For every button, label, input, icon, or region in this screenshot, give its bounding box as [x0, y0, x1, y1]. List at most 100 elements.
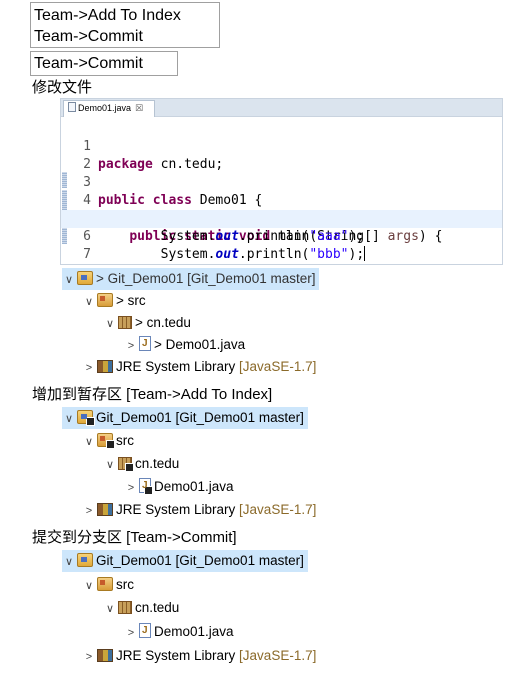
chevron-down-icon[interactable]: ∨	[64, 413, 74, 425]
chevron-down-icon[interactable]: ∨	[64, 274, 74, 286]
code-text: ) {	[418, 229, 443, 244]
tree2-project-label: Git_Demo01 [Git_Demo01 master]	[96, 410, 304, 425]
note-line-commit: Team->Commit	[34, 28, 143, 45]
chevron-right-icon[interactable]: >	[85, 651, 93, 663]
code-text: );	[348, 247, 365, 262]
chevron-right-icon[interactable]: >	[127, 482, 135, 494]
text-caret	[364, 246, 366, 261]
line-number: 7	[83, 247, 91, 262]
line-number: 2	[83, 157, 91, 172]
line-number: 1	[83, 139, 91, 154]
tree3-file-node[interactable]: >Demo01.java	[124, 620, 234, 643]
tree1-src-node[interactable]: ∨ > src	[82, 290, 146, 312]
tree2-library-node[interactable]: > JRE System Library [JavaSE-1.7]	[82, 499, 317, 521]
tree1-package-label: > cn.tedu	[135, 315, 191, 330]
tree2-src-node[interactable]: ∨ src	[82, 430, 134, 452]
caption-commit: 提交到分支区 [Team->Commit]	[32, 529, 237, 546]
code-arg: args	[387, 229, 419, 244]
tree1-file-label: > Demo01.java	[154, 337, 246, 352]
source-folder-icon	[97, 433, 115, 449]
note-box-steps: Team->Add To Index Team->Commit	[30, 2, 220, 48]
tree2-file-node[interactable]: > Demo01.java	[124, 475, 234, 498]
tree1-file-node[interactable]: > > Demo01.java	[124, 333, 246, 356]
java-file-icon	[68, 102, 76, 112]
package-icon	[118, 316, 132, 329]
tree2-package-label: cn.tedu	[135, 456, 180, 471]
java-file-icon	[139, 333, 151, 355]
project-icon	[77, 271, 93, 285]
java-file-icon	[139, 620, 151, 642]
package-icon	[118, 601, 132, 614]
note-line-commit-single: Team->Commit	[34, 55, 143, 72]
chevron-right-icon[interactable]: >	[127, 340, 135, 352]
chevron-down-icon[interactable]: ∨	[84, 580, 94, 592]
chevron-down-icon[interactable]: ∨	[105, 318, 115, 330]
code-text: );	[348, 229, 365, 244]
code-string: "bbb"	[309, 247, 349, 262]
note-box-commit: Team->Commit	[30, 51, 178, 76]
project-icon	[77, 553, 93, 567]
tree3-package-node[interactable]: ∨ cn.tedu	[103, 597, 179, 619]
tree3-src-node[interactable]: ∨ src	[82, 574, 134, 596]
keyword: package	[98, 157, 153, 172]
chevron-down-icon[interactable]: ∨	[84, 296, 94, 308]
chevron-right-icon[interactable]: >	[85, 505, 93, 517]
tab-close-icon[interactable]: ☒	[135, 103, 144, 113]
code-text: main(String[]	[270, 229, 388, 244]
tree3-project-label: Git_Demo01 [Git_Demo01 master]	[96, 553, 304, 568]
tree3-project-node[interactable]: ∨ Git_Demo01 [Git_Demo01 master]	[62, 550, 308, 572]
code-line-8[interactable]: 8 }	[61, 246, 502, 264]
code-text: Demo01 {	[191, 193, 263, 208]
caption-add-index: 增加到暂存区 [Team->Add To Index]	[32, 386, 273, 403]
tree3-package-label: cn.tedu	[135, 600, 180, 615]
tree3-library-node[interactable]: >JRE System Library [JavaSE-1.7]	[82, 645, 317, 667]
line-number: 8	[61, 264, 91, 265]
source-folder-icon	[97, 577, 113, 591]
tree2-library-version: [JavaSE-1.7]	[239, 502, 317, 517]
tree1-package-node[interactable]: ∨ > cn.tedu	[103, 312, 191, 334]
tree2-file-label: Demo01.java	[154, 479, 234, 494]
code-text: .println(	[238, 247, 310, 262]
line-number: 4	[83, 193, 91, 208]
keyword: public class	[98, 193, 192, 208]
tree2-src-label: src	[116, 433, 134, 448]
java-file-icon	[139, 475, 153, 497]
code-line-3[interactable]: 3 public class Demo01 {	[61, 156, 502, 208]
code-line-7[interactable]: 7 }	[61, 228, 502, 262]
java-editor[interactable]: Demo01.java☒ 1 package cn.tedu; 2 3 publ…	[60, 98, 503, 265]
tree1-library-node[interactable]: > JRE System Library [JavaSE-1.7]	[82, 356, 317, 378]
tree2-package-node[interactable]: ∨ cn.tedu	[103, 453, 179, 475]
tree3-library-label: JRE System Library	[116, 648, 236, 663]
chevron-down-icon[interactable]: ∨	[105, 603, 115, 615]
keyword: public static void	[129, 229, 271, 244]
code-line-5[interactable]: 5 System.out.println("aaa");	[61, 192, 502, 244]
code-line-2[interactable]: 2	[61, 138, 502, 172]
editor-tab-demo01[interactable]: Demo01.java☒	[63, 100, 155, 117]
chevron-right-icon[interactable]: >	[127, 627, 135, 639]
editor-tab-bar: Demo01.java☒	[61, 99, 502, 117]
code-line-4[interactable]: 4 ⊖ public static void main(String[] arg…	[61, 174, 502, 244]
tree1-project-node[interactable]: ∨> Git_Demo01 [Git_Demo01 master]	[62, 268, 320, 290]
code-text: System.	[160, 229, 216, 244]
chevron-right-icon[interactable]: >	[85, 362, 93, 374]
change-marker	[62, 172, 67, 188]
tree2-library-label: JRE System Library	[116, 502, 236, 517]
library-icon	[97, 360, 113, 373]
code-line-1[interactable]: 1 package cn.tedu;	[61, 120, 502, 172]
tree1-library-label: JRE System Library	[116, 359, 236, 374]
tree3-src-label: src	[116, 577, 134, 592]
chevron-down-icon[interactable]: ∨	[84, 436, 94, 448]
tree2-project-node[interactable]: ∨ Git_Demo01 [Git_Demo01 master]	[62, 407, 308, 429]
chevron-down-icon[interactable]: ∨	[105, 459, 115, 471]
editor-tab-title: Demo01.java	[78, 103, 132, 113]
project-icon	[77, 410, 95, 426]
code-line-6-current[interactable]: 6 System.out.println("bbb");	[61, 210, 502, 262]
line-number: 3	[83, 175, 91, 190]
note-line-add-index: Team->Add To Index	[34, 7, 181, 24]
tree1-library-version: [JavaSE-1.7]	[239, 359, 317, 374]
code-text: System.	[160, 247, 216, 262]
chevron-down-icon[interactable]: ∨	[64, 556, 74, 568]
package-icon	[118, 457, 134, 472]
tree1-src-label: > src	[116, 293, 146, 308]
code-field: out	[215, 229, 239, 244]
